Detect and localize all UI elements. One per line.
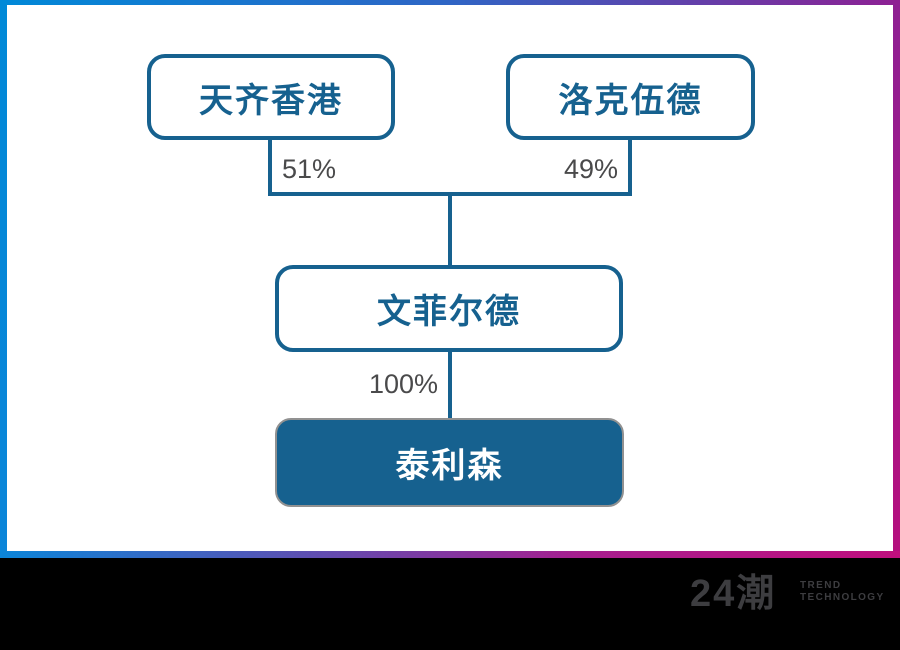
gradient-border-bottom	[0, 551, 900, 558]
node-talison: 泰利森	[275, 418, 624, 507]
connector-to-talison	[448, 352, 452, 418]
brand-logo-24chao: 24潮	[690, 573, 777, 615]
gradient-border-top	[0, 0, 900, 5]
node-windfield: 文菲尔德	[275, 265, 623, 352]
connector-to-windfield	[448, 192, 452, 265]
node-rockwood: 洛克伍德	[506, 54, 755, 140]
brand-tagline-line2: TECHNOLOGY	[800, 592, 885, 603]
ownership-label-51: 51%	[282, 154, 337, 184]
gradient-border-left	[0, 0, 7, 558]
ownership-label-49: 49%	[563, 154, 618, 184]
connector-tianqi-down	[268, 140, 272, 196]
brand-tagline: TREND TECHNOLOGY	[800, 580, 885, 604]
node-tianqi-hk: 天齐香港	[147, 54, 395, 140]
gradient-border-right	[893, 0, 900, 558]
brand-tagline-line1: TREND	[800, 580, 842, 591]
connector-rockwood-down	[628, 140, 632, 196]
ownership-label-100: 100%	[368, 369, 438, 399]
